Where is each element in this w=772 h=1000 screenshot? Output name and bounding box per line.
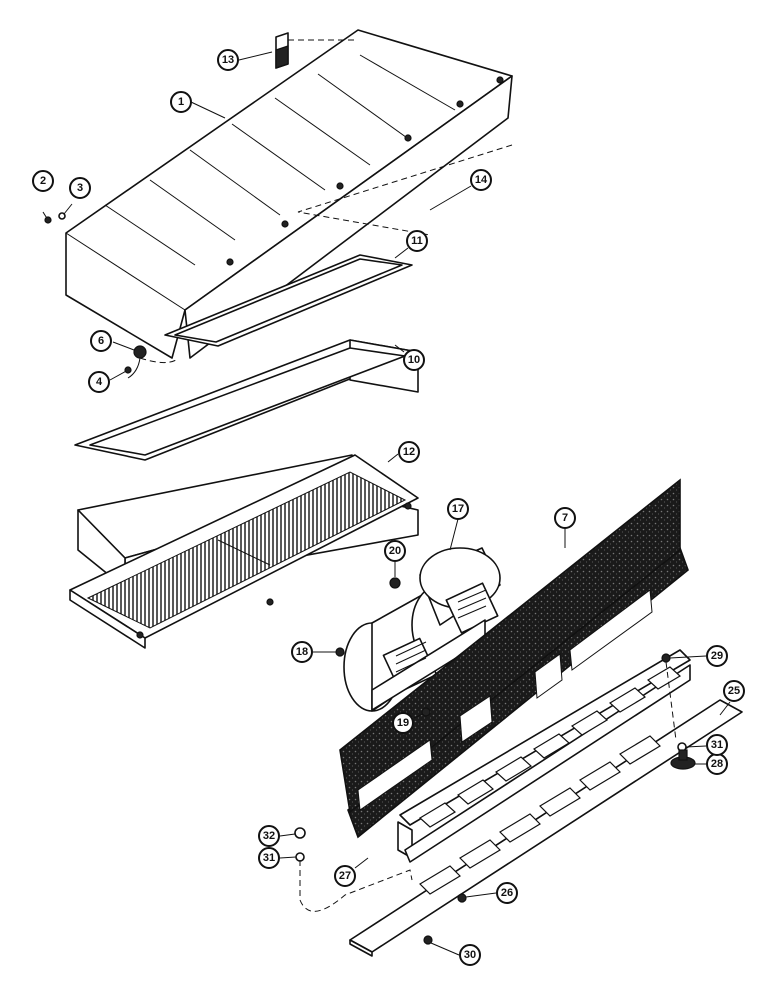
- nut-20: [389, 577, 401, 589]
- callout-label: 26: [501, 887, 513, 899]
- callout-31-left: 31: [258, 847, 280, 869]
- callout-label: 1: [178, 96, 184, 108]
- callout-7: 7: [554, 507, 576, 529]
- callout-3: 3: [69, 177, 91, 199]
- callout-label: 10: [408, 354, 420, 366]
- callout-label: 29: [711, 650, 723, 662]
- callout-label: 4: [96, 376, 103, 388]
- louver-plate: [349, 699, 743, 957]
- callout-label: 25: [728, 685, 740, 697]
- callout-28: 28: [706, 753, 728, 775]
- screw-30: [423, 935, 433, 945]
- callout-label: 32: [263, 830, 275, 842]
- washer-19: [421, 707, 431, 717]
- washer-29: [661, 653, 671, 663]
- callout-27: 27: [334, 865, 356, 887]
- air-filter: [74, 339, 419, 461]
- callout-31-right: 31: [706, 734, 728, 756]
- callout-label: 13: [222, 54, 234, 66]
- callout-label: 7: [562, 512, 568, 524]
- washer-3: [58, 203, 73, 220]
- callout-label: 3: [77, 182, 83, 194]
- callout-29: 29: [706, 645, 728, 667]
- callout-26: 26: [496, 882, 518, 904]
- callout-32: 32: [258, 825, 280, 847]
- callout-11: 11: [406, 230, 428, 252]
- callout-label: 6: [98, 335, 104, 347]
- callout-label: 31: [263, 852, 275, 864]
- alignment-leaders: [139, 39, 677, 912]
- filter-grille-assembly: [69, 454, 419, 649]
- callout-10: 10: [403, 349, 425, 371]
- callout-label: 30: [464, 949, 476, 961]
- callout-label: 11: [411, 235, 423, 247]
- callout-label: 12: [403, 446, 415, 458]
- mounting-bracket: [275, 32, 289, 69]
- filter-gasket: [164, 254, 413, 347]
- callout-17: 17: [447, 498, 469, 520]
- callout-18: 18: [291, 641, 313, 663]
- callout-label: 2: [40, 175, 46, 187]
- callout-4: 4: [88, 371, 110, 393]
- callout-label: 31: [711, 739, 723, 751]
- callout-label: 28: [711, 758, 723, 770]
- callout-label: 20: [389, 545, 401, 557]
- knob-6: [127, 345, 147, 379]
- callout-13: 13: [217, 49, 239, 71]
- screw-26: [457, 893, 467, 903]
- callout-19: 19: [392, 712, 414, 734]
- callout-label: 27: [339, 870, 351, 882]
- screw-18: [335, 647, 345, 657]
- callout-6: 6: [90, 330, 112, 352]
- housing-cover: [65, 29, 513, 359]
- louver-frame: [397, 649, 691, 863]
- screw-4: [109, 366, 132, 381]
- blower-assembly: [343, 547, 501, 712]
- screw-2: [42, 211, 52, 224]
- insulated-panel: [339, 478, 689, 839]
- nut-32: [294, 827, 306, 839]
- washer-31-left: [295, 852, 305, 862]
- callout-leaders: [112, 51, 731, 956]
- callout-12: 12: [398, 441, 420, 463]
- callout-20: 20: [384, 540, 406, 562]
- callout-label: 14: [475, 174, 488, 186]
- callout-label: 17: [452, 503, 464, 515]
- callout-30: 30: [459, 944, 481, 966]
- callout-label: 19: [397, 717, 409, 729]
- knob-28: [670, 749, 696, 770]
- callout-label: 18: [296, 646, 308, 658]
- callout-2: 2: [32, 170, 54, 192]
- callout-14: 14: [470, 169, 492, 191]
- callout-1: 1: [170, 91, 192, 113]
- callout-25: 25: [723, 680, 745, 702]
